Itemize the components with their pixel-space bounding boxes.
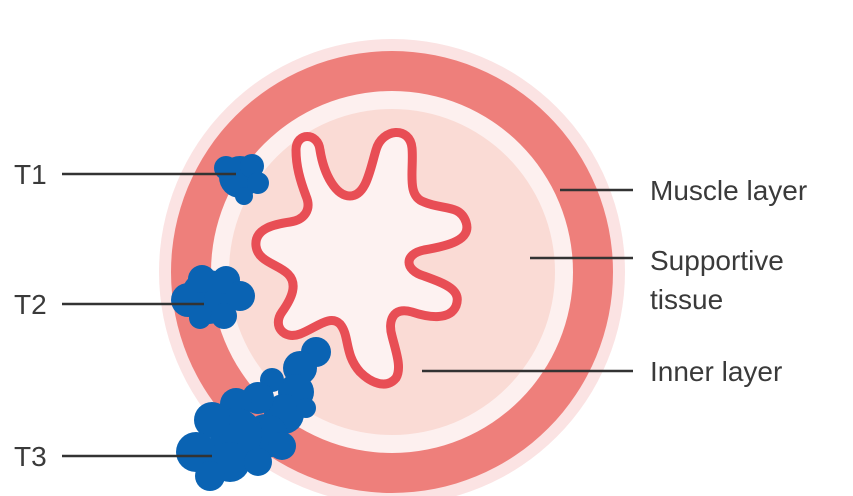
label-supportive-line2: tissue — [650, 284, 723, 315]
label-inner-layer: Inner layer — [650, 356, 782, 387]
label-t1: T1 — [14, 159, 47, 190]
label-supportive-line1: Supportive — [650, 245, 784, 276]
label-t2: T2 — [14, 289, 47, 320]
label-muscle-layer: Muscle layer — [650, 175, 807, 206]
label-t3: T3 — [14, 441, 47, 472]
